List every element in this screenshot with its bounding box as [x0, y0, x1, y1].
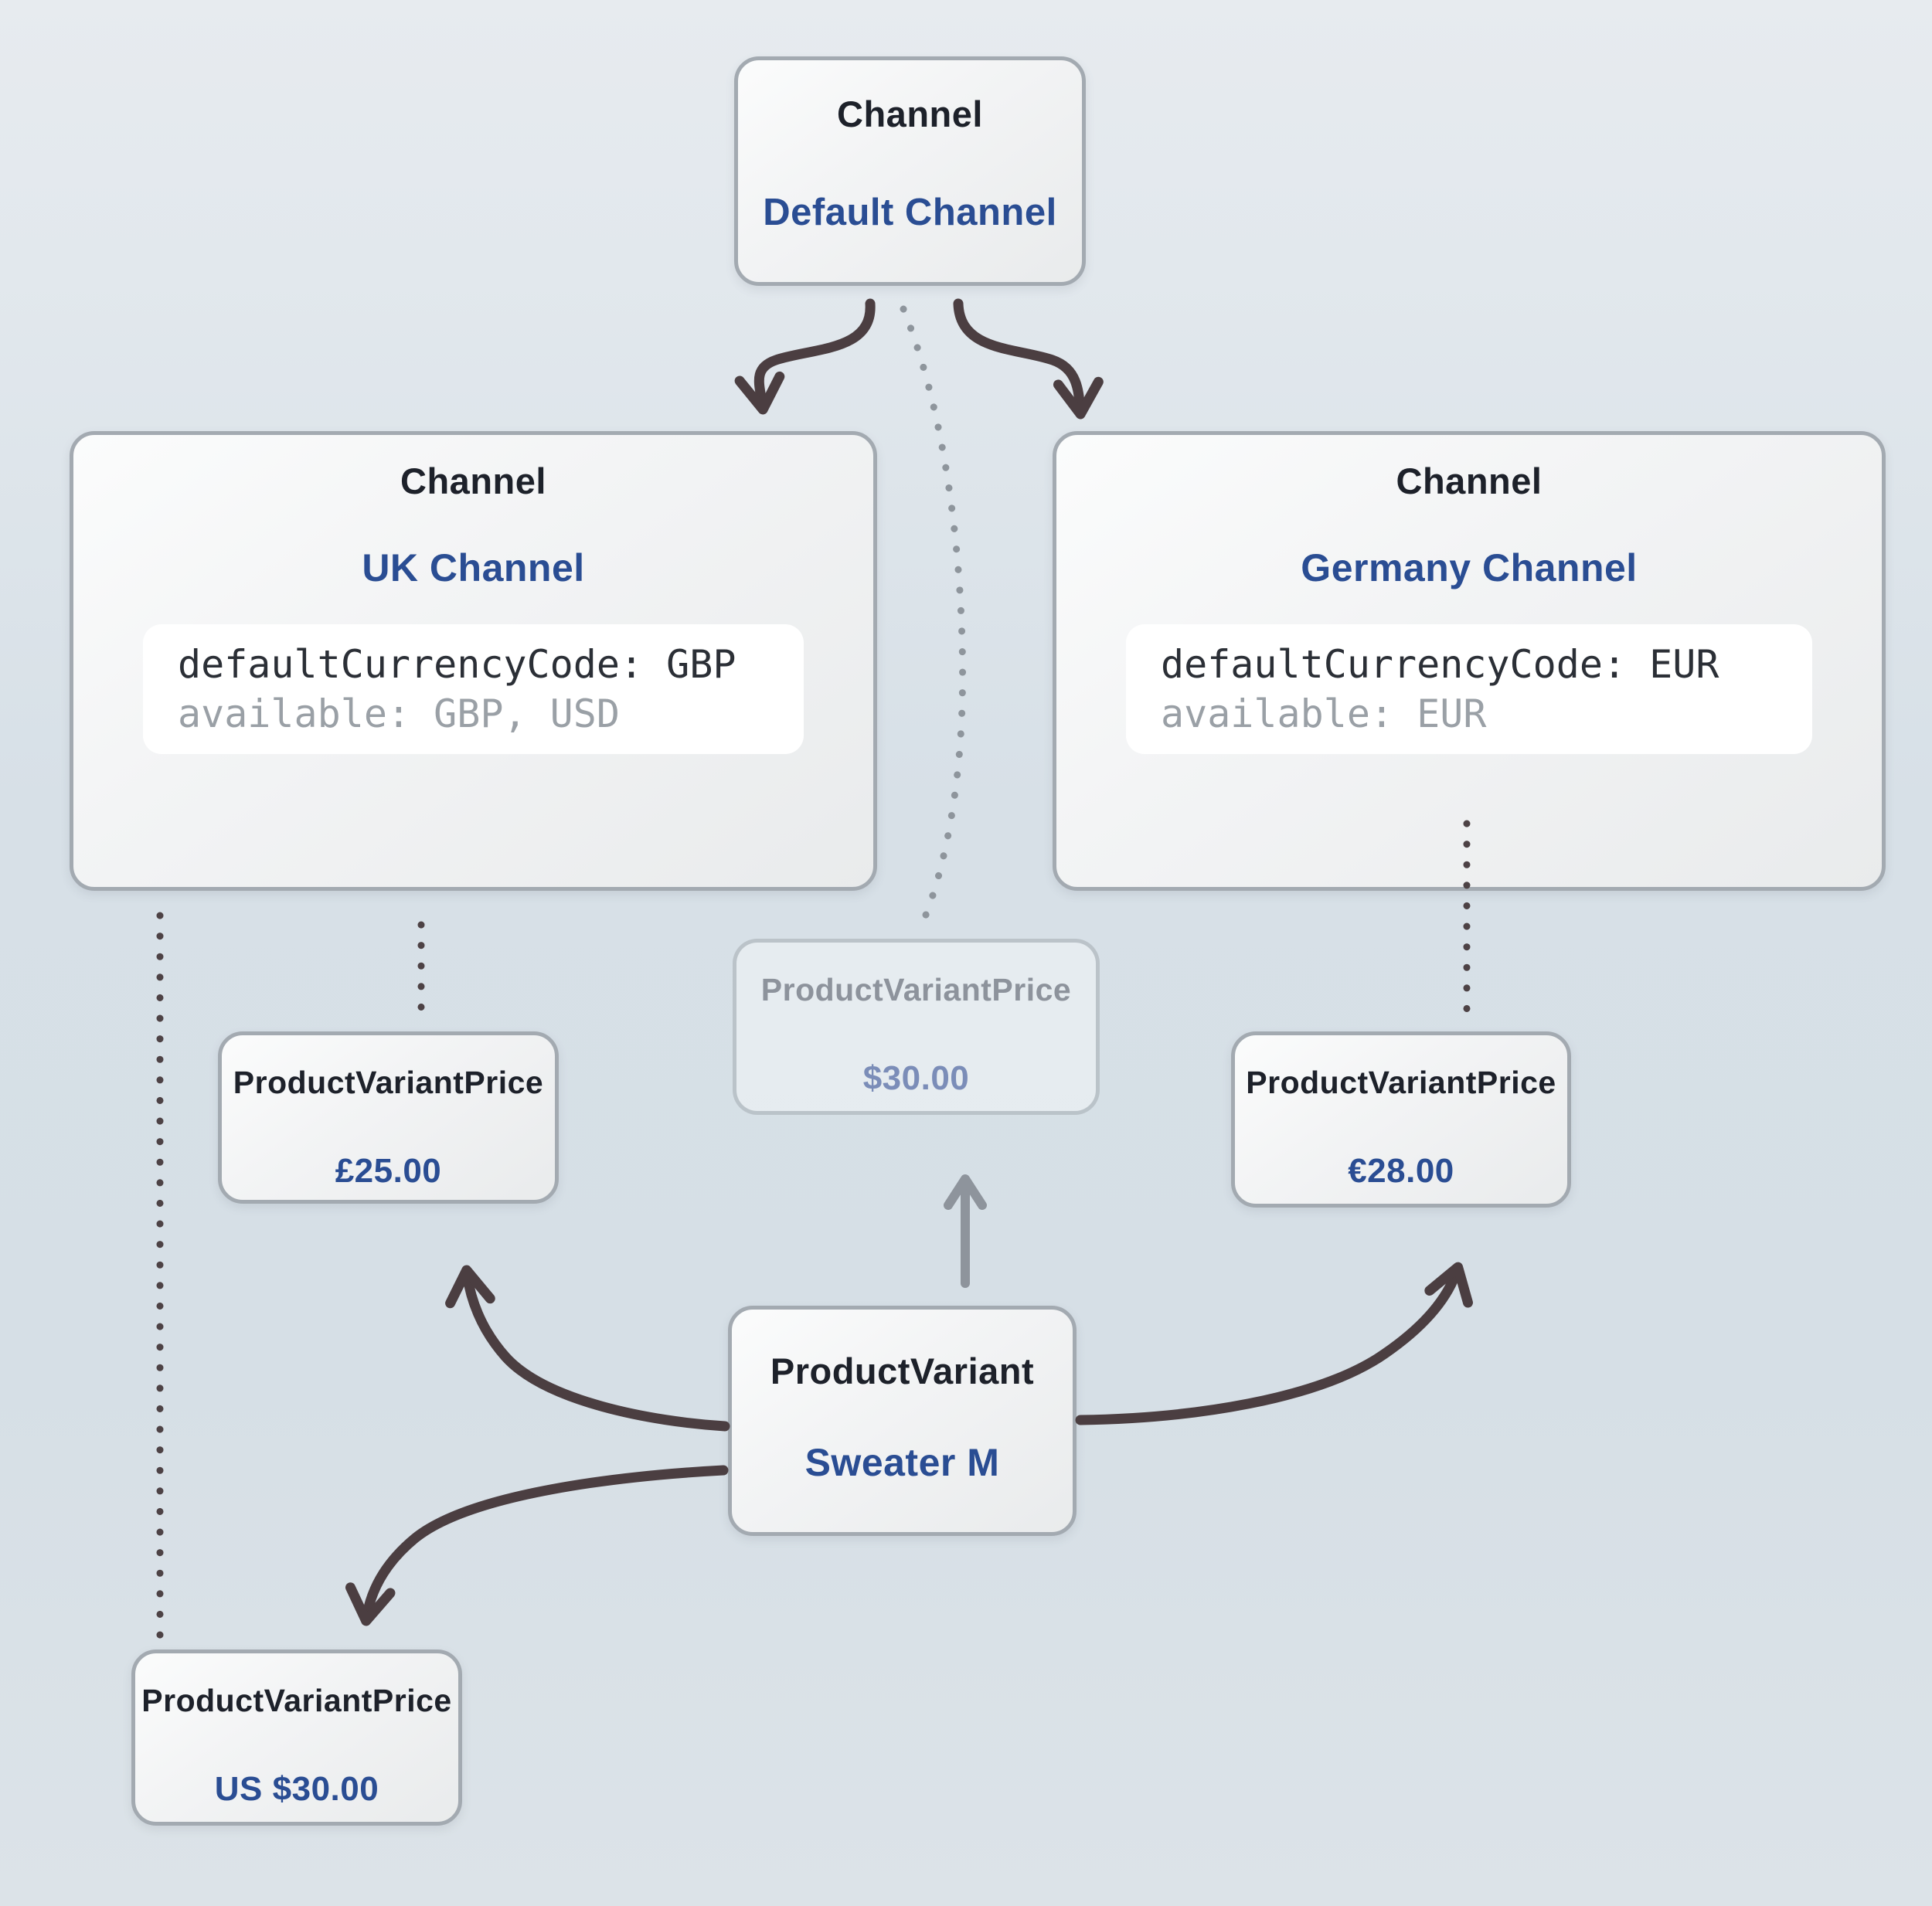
edge-product-variant-to-us-price [345, 1465, 729, 1626]
node-type-label: Channel [837, 93, 983, 134]
node-price-germany: ProductVariantPrice €28.00 [1231, 1031, 1571, 1208]
price-value: US $30.00 [214, 1770, 379, 1808]
edge-product-variant-to-uk-price [445, 1265, 730, 1432]
currency-code-block: defaultCurrencyCode: EUR available: EUR [1126, 624, 1812, 754]
node-type-label: ProductVariantPrice [141, 1683, 452, 1718]
edge-default-channel-to-uk-channel [734, 298, 876, 415]
node-type-label: ProductVariantPrice [233, 1065, 544, 1100]
node-type-label: Channel [400, 460, 546, 501]
node-price-us: ProductVariantPrice US $30.00 [131, 1649, 462, 1826]
currency-code-block: defaultCurrencyCode: GBP available: GBP,… [143, 624, 804, 754]
node-entity-name: Default Channel [763, 192, 1057, 233]
default-currency-line: defaultCurrencyCode: EUR [1161, 642, 1719, 687]
node-entity-name: Germany Channel [1301, 546, 1638, 589]
node-channel-uk: Channel UK Channel defaultCurrencyCode: … [70, 431, 877, 891]
node-price-default-faded: ProductVariantPrice $30.00 [733, 939, 1100, 1115]
edge-product-variant-to-germany-price [1075, 1262, 1473, 1425]
node-channel-default: Channel Default Channel [734, 56, 1086, 286]
price-value: £25.00 [335, 1152, 442, 1190]
node-price-uk: ProductVariantPrice £25.00 [218, 1031, 559, 1204]
price-value: $30.00 [862, 1059, 970, 1097]
price-value: €28.00 [1348, 1152, 1454, 1190]
node-product-variant: ProductVariant Sweater M [728, 1306, 1077, 1536]
node-type-label: ProductVariant [770, 1351, 1035, 1391]
edge-default-channel-to-germany-channel [953, 298, 1104, 420]
default-currency-line: defaultCurrencyCode: GBP [178, 642, 736, 687]
available-currencies-line: available: EUR [1161, 691, 1487, 736]
link-default-channel-to-default-price-dotted [900, 305, 967, 933]
node-entity-name: Sweater M [804, 1441, 1000, 1484]
node-type-label: ProductVariantPrice [1246, 1065, 1556, 1100]
node-channel-germany: Channel Germany Channel defaultCurrencyC… [1053, 431, 1886, 891]
node-entity-name: UK Channel [362, 546, 585, 589]
node-type-label: Channel [1396, 460, 1543, 501]
node-type-label: ProductVariantPrice [760, 972, 1072, 1007]
available-currencies-line: available: GBP, USD [178, 691, 620, 736]
